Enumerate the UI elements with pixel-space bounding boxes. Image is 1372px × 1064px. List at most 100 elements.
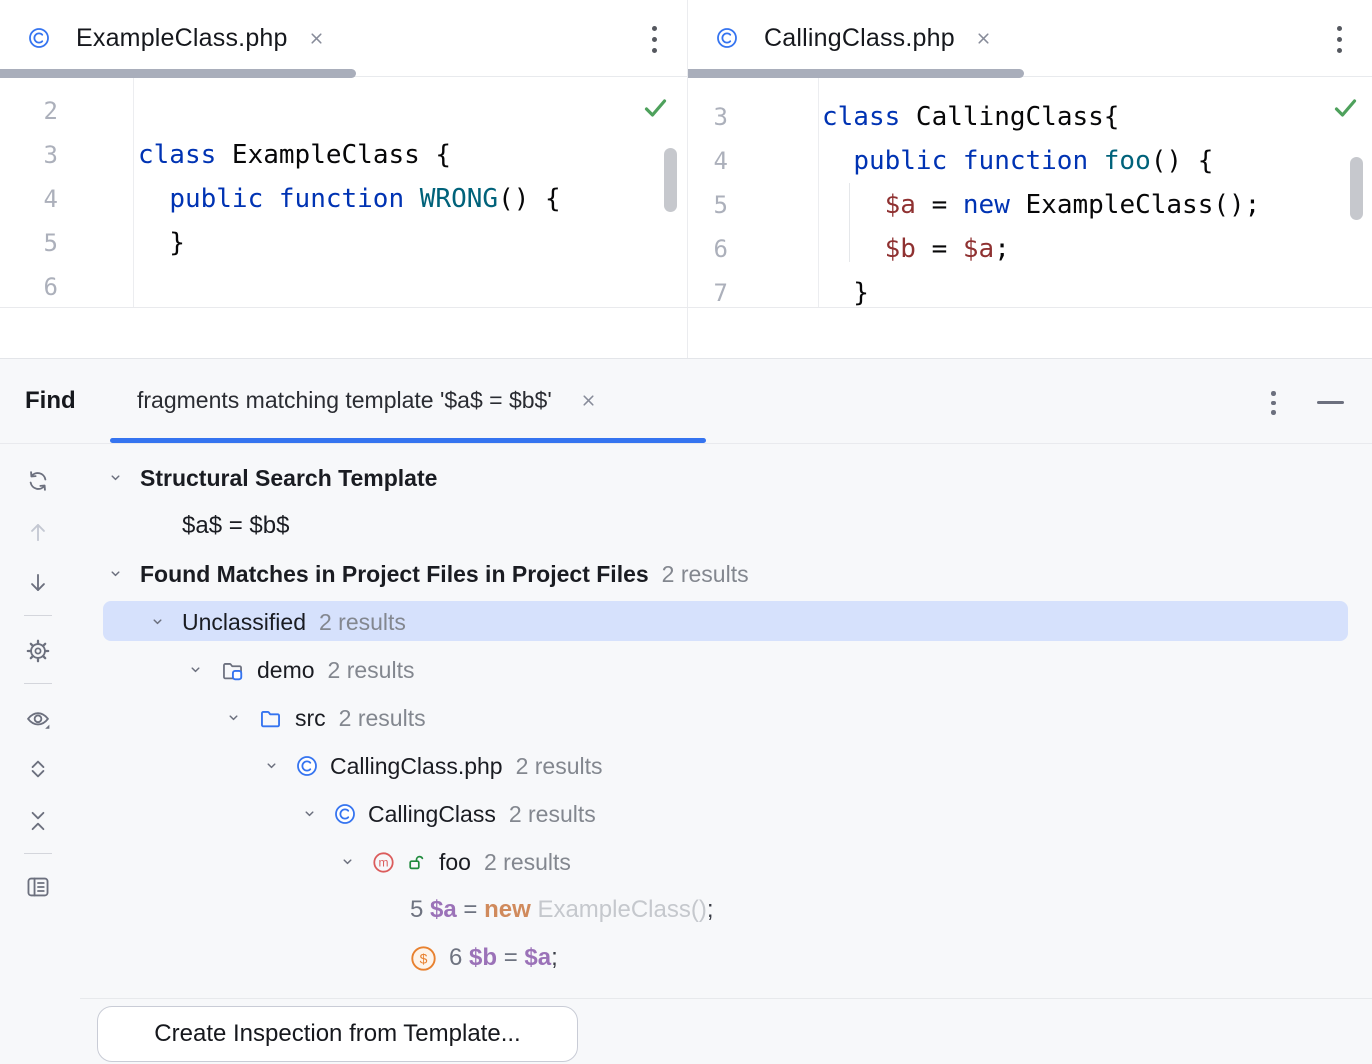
tree-node-label: Structural Search Template [140,464,438,491]
gear-icon[interactable] [25,638,51,664]
editor-bottom-border [0,307,1372,308]
code-line[interactable]: $a = new ExampleClass(); [884,190,1261,220]
arrow-down-icon[interactable] [25,570,51,596]
editor-split-divider[interactable] [687,0,688,358]
find-tool-window-title: Find [25,387,76,414]
php-class-icon [334,803,356,825]
tree-node-structural-search-template[interactable]: Structural Search Template [103,454,1348,502]
chevron-down-icon[interactable] [188,646,203,694]
find-results-tree: Structural Search Template $a$ = $b$Found… [0,359,1372,1064]
tree-node-a-b[interactable]: $a$ = $b$ [103,502,1348,550]
toolbar-separator [24,615,52,616]
result-count: 2 results [338,704,426,731]
code-line[interactable]: public function WRONG() { [169,184,561,214]
more-options-icon[interactable] [652,26,657,53]
horizontal-scrollbar-thumb[interactable] [0,69,356,78]
vertical-scrollbar-thumb[interactable] [664,148,677,212]
result-count: 2 results [319,608,406,635]
close-icon[interactable] [976,31,991,46]
active-tab-underline [110,438,706,443]
php-class-icon [296,755,318,777]
chevron-down-icon[interactable] [150,598,165,646]
gutter-divider [133,77,134,307]
create-inspection-button[interactable]: Create Inspection from Template... [97,1006,578,1062]
result-count: 2 results [661,560,749,587]
code-line[interactable]: class ExampleClass { [138,140,452,170]
refresh-icon[interactable] [25,468,51,494]
inspections-ok-icon[interactable] [644,98,667,123]
code-line[interactable]: } [822,278,869,308]
find-results-tab[interactable]: fragments matching template '$a$ = $b$' [110,359,616,442]
collapse-all-icon[interactable] [25,808,51,834]
code-line[interactable]: $b = $a; [884,234,1010,264]
module-folder-icon [220,658,245,683]
line-number: 7 [713,279,728,307]
indent-guide [849,183,850,262]
horizontal-scrollbar-thumb[interactable] [688,69,1024,78]
more-options-icon[interactable] [1337,26,1342,53]
php-class-icon [716,27,738,49]
preview-icon[interactable] [25,705,51,731]
tree-node-label: foo [439,848,471,875]
chevron-down-icon[interactable] [302,790,317,838]
arrow-up-icon[interactable] [25,519,51,545]
close-icon[interactable] [581,393,596,408]
minimize-icon[interactable] [1317,401,1344,404]
line-number: 6 [43,273,58,301]
find-tool-window: Find fragments matching template '$a$ = … [0,358,1372,1064]
match-dollar-icon: $ [410,945,437,972]
match-text: 6 $b = $a; [449,944,558,971]
search-match-row[interactable]: 5 $a = new ExampleClass(); [103,886,1348,934]
open-in-editor-icon[interactable] [25,874,51,900]
code-line[interactable]: class CallingClass{ [822,102,1120,132]
line-number: 6 [713,235,728,263]
php-class-icon [28,27,50,49]
tree-node-demo[interactable]: demo 2 results [103,646,1348,694]
code-line[interactable]: } [138,228,185,258]
tree-node-callingclass[interactable]: CallingClass 2 results [103,790,1348,838]
chevron-down-icon[interactable] [264,742,279,790]
tree-node-label: demo [257,656,315,683]
code-editor-left[interactable]: 2 3 class ExampleClass { 4 public function … [0,77,687,307]
tree-node-src[interactable]: src 2 results [103,694,1348,742]
tree-node-label: Unclassified [182,608,306,635]
line-number: 2 [43,97,58,125]
line-number: 4 [43,185,58,213]
chevron-down-icon[interactable] [226,694,241,742]
svg-text:$: $ [420,950,428,966]
toolbar-separator [24,853,52,854]
search-match-row[interactable]: $6 $b = $a; [103,934,1348,982]
tab-title: CallingClass.php [764,23,955,52]
editor-pane-left: ExampleClass.php 2 3 class ExampleClass { 4… [0,0,687,358]
tab-callingclass-php[interactable]: CallingClass.php [688,0,991,76]
tree-node-label: CallingClass [368,800,496,827]
tabbar-left: ExampleClass.php [0,0,687,78]
tree-node-found-matches-in-project-files-in-project-files[interactable]: Found Matches in Project Files in Projec… [103,550,1348,598]
code-line[interactable]: public function foo() { [853,146,1214,176]
line-number: 3 [43,141,58,169]
result-count: 2 results [508,800,596,827]
method-icon: m [372,851,395,874]
chevron-down-icon[interactable] [340,838,355,886]
chevron-down-icon[interactable] [108,454,123,502]
chevron-down-icon[interactable] [108,550,123,598]
tree-node-label: src [295,704,326,731]
public-lock-icon [407,852,427,872]
inspections-ok-icon[interactable] [1334,98,1357,123]
footer-divider [80,998,1372,999]
tab-exampleclass-php[interactable]: ExampleClass.php [0,0,324,76]
tabbar-right: CallingClass.php [688,0,1372,78]
svg-text:m: m [378,855,388,869]
close-icon[interactable] [309,31,324,46]
result-count: 2 results [327,656,415,683]
toolbar-separator [24,683,52,684]
more-options-icon[interactable] [1271,391,1276,415]
expand-all-icon[interactable] [25,756,51,782]
tree-node-unclassified[interactable]: Unclassified 2 results [103,598,1348,646]
vertical-scrollbar-thumb[interactable] [1350,157,1363,220]
